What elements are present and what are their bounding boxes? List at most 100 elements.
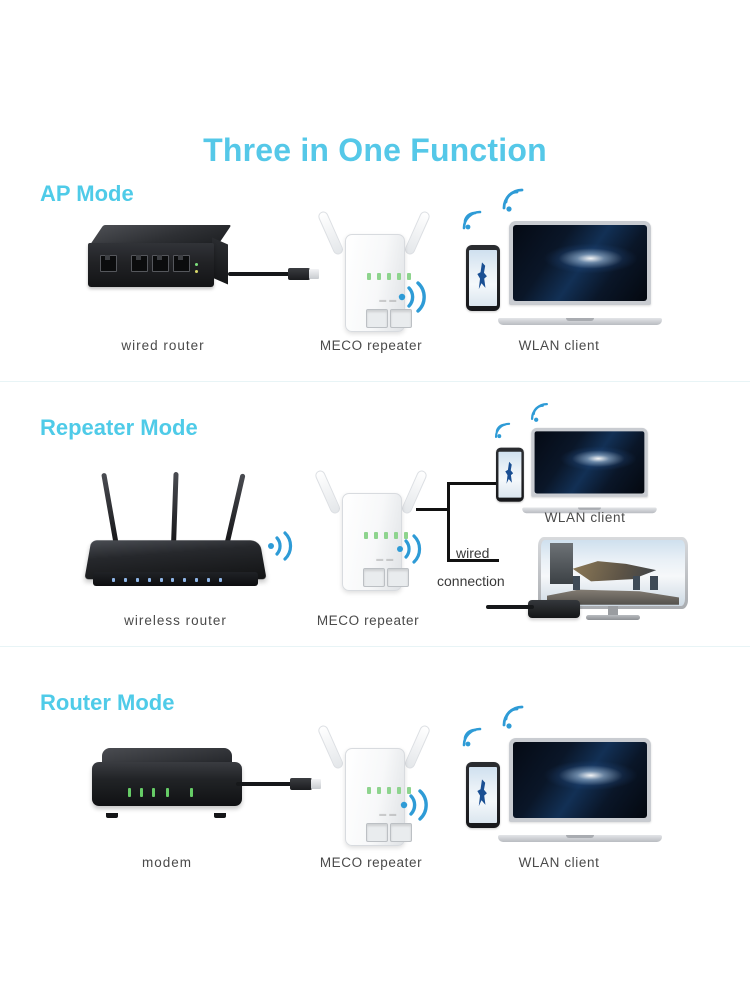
caption-modem: modem: [141, 855, 192, 870]
ethernet-cable: [236, 782, 298, 786]
laptop: [531, 427, 648, 497]
modem-foot: [106, 813, 118, 818]
bracket-branch-bottom: [447, 559, 499, 562]
ethernet-port-icon: [100, 255, 117, 272]
tv-scene-creature: [572, 561, 657, 582]
smartphone: [466, 762, 500, 828]
caption-wlan-client: WLAN client: [518, 338, 600, 353]
snowboarder-graphic: [505, 461, 514, 484]
bracket-branch-top: [447, 482, 499, 485]
antenna-icon: [316, 723, 345, 771]
snowboarder-graphic: [477, 779, 487, 807]
wired-router-face: [88, 243, 214, 287]
status-led-icon: [190, 788, 193, 797]
ethernet-cable: [228, 272, 296, 276]
antenna-icon: [313, 468, 342, 516]
ethernet-port-icon: [152, 255, 169, 272]
laptop-screen: [513, 225, 647, 301]
router-led-strip: [112, 578, 222, 582]
caption-wlan-client: WLAN client: [518, 855, 600, 870]
device-modem: [92, 748, 242, 818]
wifi-signal-icon: [462, 209, 488, 231]
rj45-connector-icon: [290, 778, 321, 790]
tv-scene-figure: [633, 575, 641, 591]
section-repeater-mode: Repeater Mode: [0, 402, 750, 645]
repeater-brand-mark: ▬ ▬: [376, 556, 394, 563]
tv-foot: [586, 615, 640, 620]
wifi-signal-icon: [398, 280, 438, 314]
section-ap-mode: AP Mode ▬ ▬: [0, 170, 750, 380]
wifi-signal-icon: [400, 788, 440, 822]
tv-stand: [608, 606, 618, 616]
laptop-base: [498, 318, 662, 325]
wifi-signal-icon: [530, 402, 555, 423]
modem-foot: [214, 813, 226, 818]
laptop-screen: [513, 742, 647, 818]
repeater-led-row: [367, 787, 411, 794]
laptop-screen: [534, 431, 645, 494]
wired-connection-bracket: [416, 464, 536, 574]
modem-body: [92, 762, 242, 806]
repeater-port-row: [363, 568, 409, 587]
mode-title-ap: AP Mode: [40, 181, 134, 206]
smartphone-screen: [498, 451, 522, 498]
repeater-port-row: [366, 309, 412, 328]
section-router-mode: Router Mode ▬ ▬: [0, 680, 750, 880]
tv-frame: [538, 537, 688, 609]
smartphone: [496, 447, 524, 502]
repeater-led-row: [364, 532, 408, 539]
laptop-base: [522, 507, 657, 514]
wifi-signal-icon: [267, 530, 299, 562]
wired-router-side: [212, 237, 228, 285]
caption-wlan-client: WLAN client: [544, 510, 626, 525]
label-connection: connection: [437, 573, 505, 589]
caption-wired-router: wired router: [121, 338, 205, 353]
repeater-brand-mark: ▬ ▬: [379, 297, 397, 304]
repeater-body: ▬ ▬: [345, 748, 412, 846]
caption-meco-repeater: MECO repeater: [316, 613, 420, 628]
ethernet-port-icon: [387, 568, 409, 587]
tv-scene-pillar: [549, 542, 573, 584]
ethernet-port-icon: [131, 255, 148, 272]
ethernet-port-icon: [366, 823, 388, 842]
smartphone-screen: [469, 250, 497, 306]
repeater-body: ▬ ▬: [345, 234, 412, 332]
antenna-icon: [224, 473, 246, 547]
device-smart-tv: [538, 537, 688, 623]
laptop: [509, 738, 651, 822]
tv-screen: [541, 540, 685, 606]
repeater-led-row: [367, 273, 411, 280]
device-wireless-router: [84, 453, 267, 588]
repeater-body: ▬ ▬: [342, 493, 409, 591]
wifi-signal-icon: [494, 421, 515, 439]
status-led-icon: [166, 788, 169, 797]
wifi-signal-icon: [502, 187, 532, 213]
mode-title-router: Router Mode: [40, 690, 175, 715]
snowboarder-graphic: [477, 262, 487, 290]
ethernet-port-icon: [366, 309, 388, 328]
repeater-brand-mark: ▬ ▬: [379, 811, 397, 818]
tv-scene-ground: [546, 589, 680, 605]
ethernet-port-icon: [173, 255, 190, 272]
rj45-connector-icon: [288, 268, 319, 280]
device-wlan-client: [462, 188, 662, 325]
bracket-stem: [416, 508, 450, 511]
caption-meco-repeater: MECO repeater: [319, 855, 423, 870]
wireless-router-front: [93, 572, 258, 586]
smartphone: [466, 245, 500, 311]
device-wired-router: [88, 225, 238, 300]
ethernet-port-icon: [390, 823, 412, 842]
bracket-spine: [447, 482, 450, 562]
antenna-icon: [403, 209, 432, 257]
device-meco-repeater: ▬ ▬: [316, 722, 432, 847]
wifi-signal-icon: [502, 704, 532, 730]
device-wlan-client: [462, 705, 662, 842]
ethernet-cable: [486, 605, 534, 609]
laptop-base: [498, 835, 662, 842]
antenna-icon: [403, 723, 432, 771]
device-meco-repeater: ▬ ▬: [316, 208, 432, 333]
mode-title-repeater: Repeater Mode: [40, 415, 198, 440]
status-led-icon: [128, 788, 131, 797]
section-divider-1: [0, 381, 750, 382]
